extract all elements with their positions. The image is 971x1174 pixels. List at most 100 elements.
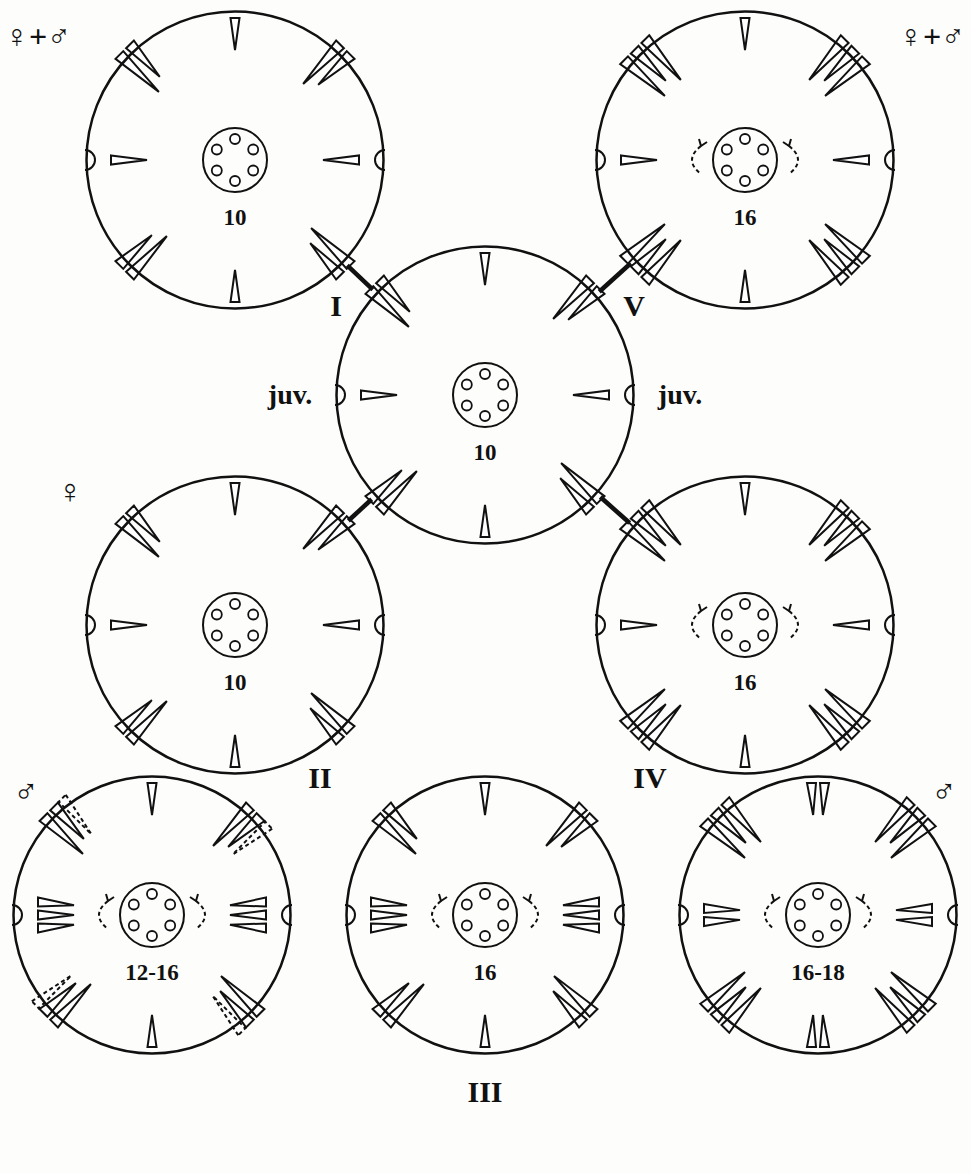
papilla: [230, 641, 240, 651]
cephalic-pattern: [85, 18, 385, 302]
figure-label: II: [308, 763, 331, 793]
seta: [115, 700, 151, 734]
development-line: [600, 497, 629, 523]
papilla: [147, 889, 157, 899]
arrow-head: [699, 139, 707, 146]
papilla: [230, 134, 240, 144]
seta: [38, 898, 74, 907]
migration-arrow: [196, 901, 205, 929]
papilla: [758, 166, 768, 176]
head-circle: [14, 777, 291, 1054]
head-outline: 16: [595, 10, 895, 310]
circle-shape: [595, 10, 895, 310]
seta: [641, 500, 680, 545]
seta: [825, 56, 870, 95]
head-outline: 16: [345, 775, 625, 1055]
papilla: [248, 610, 258, 620]
figure-label: juv.: [658, 381, 702, 409]
development-line: [347, 265, 373, 289]
papilla: [740, 599, 750, 609]
seta: [741, 18, 750, 50]
papilla: [480, 931, 490, 941]
seta: [361, 391, 397, 400]
seta: [573, 391, 609, 400]
seta: [620, 224, 665, 263]
seta: [148, 783, 157, 815]
seta: [741, 483, 750, 515]
head-outline: 12-16: [12, 775, 292, 1055]
arrow-head: [106, 894, 114, 901]
head-outline: 10: [335, 245, 635, 545]
seta: [704, 904, 740, 913]
seta: [721, 797, 760, 842]
seta: [371, 924, 407, 933]
papilla: [795, 900, 805, 910]
seta: [373, 983, 409, 1017]
papilla: [722, 166, 732, 176]
circle-shape: [335, 245, 635, 545]
papilla: [722, 610, 732, 620]
migration-arrow: [692, 611, 701, 639]
seta: [231, 18, 240, 50]
seta: [809, 705, 848, 750]
figure-label: I: [330, 291, 342, 321]
papilla: [462, 900, 472, 910]
head-outline: 16: [595, 475, 895, 775]
seta: [323, 156, 359, 165]
papilla: [480, 411, 490, 421]
papilla: [831, 900, 841, 910]
papilla: [212, 145, 222, 155]
circle-shape: [595, 475, 895, 775]
seta: [820, 1015, 829, 1047]
seta: [376, 275, 410, 311]
arrow-head: [699, 604, 707, 611]
seta: [741, 270, 750, 302]
circle-shape: [85, 10, 385, 310]
seta: [896, 904, 932, 913]
seta: [383, 803, 417, 839]
cephalic-pattern: [595, 18, 895, 302]
papilla: [498, 401, 508, 411]
papilla: [212, 631, 222, 641]
seta: [563, 924, 599, 933]
seta: [38, 911, 74, 920]
arrow-head: [783, 604, 791, 611]
cephalic-pattern: [678, 783, 958, 1047]
seta: [231, 735, 240, 767]
seta: [621, 621, 657, 630]
arrow-head: [856, 894, 864, 901]
seta: [230, 924, 266, 933]
papilla: [165, 921, 175, 931]
seta: [148, 1015, 157, 1047]
papilla: [722, 145, 732, 155]
papilla: [248, 166, 258, 176]
papilla: [462, 921, 472, 931]
papilla: [498, 921, 508, 931]
cephalic-pattern: [595, 483, 895, 767]
seta: [620, 689, 665, 728]
seta: [111, 156, 147, 165]
oral-ring: [713, 128, 777, 192]
papilla: [129, 921, 139, 931]
seta: [807, 1015, 816, 1047]
oral-ring: [786, 883, 850, 947]
seta: [825, 521, 870, 560]
seta: [111, 621, 147, 630]
seta: [641, 35, 680, 80]
figure-label: V: [623, 291, 645, 321]
oral-ring: [203, 593, 267, 657]
migration-arrow: [862, 901, 871, 929]
circle-shape: [678, 775, 958, 1055]
migration-arrow: [765, 901, 774, 929]
circle-shape: [345, 775, 625, 1055]
seta-count: 16: [595, 205, 895, 230]
seta: [561, 813, 597, 847]
seta: [231, 483, 240, 515]
figure-label: ♀+♂: [899, 20, 965, 52]
seta: [481, 783, 490, 815]
seta: [310, 243, 344, 279]
seta: [481, 1015, 490, 1047]
oral-ring: [453, 363, 517, 427]
